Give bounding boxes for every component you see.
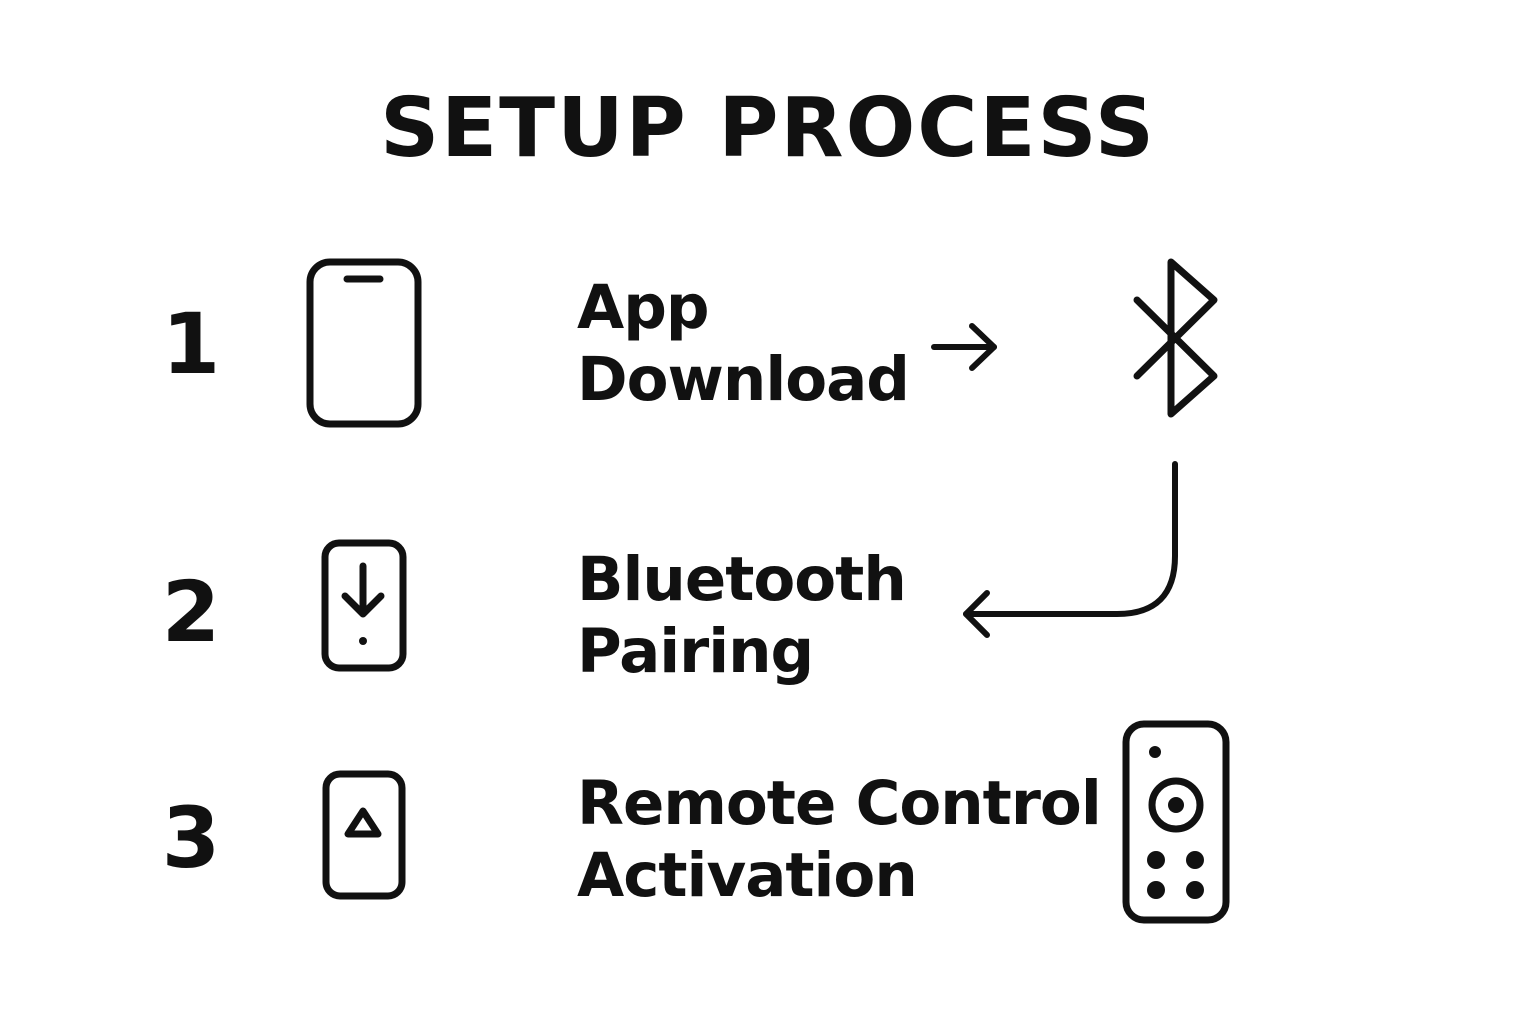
step-1-label-line2: Download [577,344,910,415]
arrow-right-icon [931,323,997,371]
phone-upload-icon [322,770,406,900]
smartphone-icon [306,258,422,428]
phone-download-icon [321,539,407,672]
step-1-label-line1: App [577,272,710,343]
step-2-number: 2 [161,563,221,661]
step-3-label-line1: Remote Control [577,768,1102,839]
step-3-number: 3 [161,789,221,887]
bluetooth-icon [1133,258,1218,418]
step-3-label: Remote Control Activation [577,768,1102,912]
step-2-label-line2: Pairing [577,616,814,687]
curved-arrow-left-icon [963,461,1178,638]
page-title: SETUP PROCESS [380,81,1156,176]
remote-control-icon [1122,720,1230,924]
step-1-number: 1 [161,295,221,393]
step-1-label: App Download [577,272,910,416]
step-2-label: Bluetooth Pairing [577,544,907,688]
step-2-label-line1: Bluetooth [577,544,907,615]
step-3-label-line2: Activation [577,840,918,911]
